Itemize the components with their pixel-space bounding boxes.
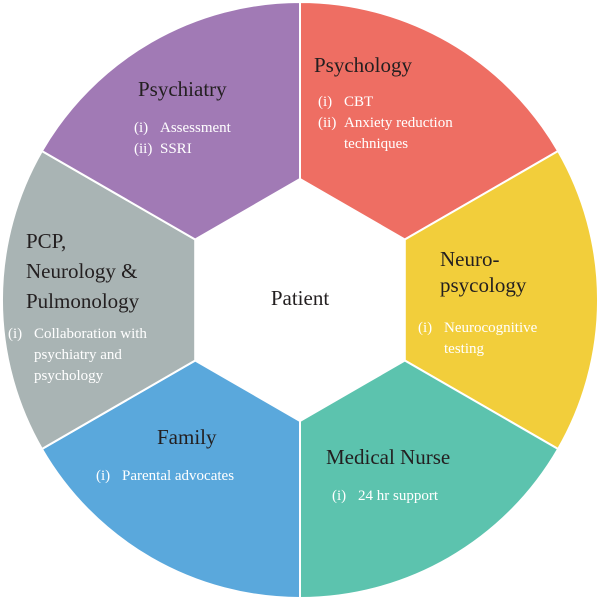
item-text: Collaboration with psychiatry and psycho… (34, 326, 147, 384)
list-item: (i) CBT (318, 92, 508, 113)
list-item: (i) Parental advocates (96, 466, 286, 487)
medical-nurse-items: (i) 24 hr support (332, 486, 492, 507)
neuropsychology-sector (403, 149, 600, 451)
title-line: Neurology & (26, 259, 138, 283)
item-text: Neurocognitive testing (444, 320, 538, 357)
title-line: psycology (440, 273, 527, 297)
medical-nurse-title: Medical Nurse (326, 445, 451, 469)
family-items: (i) Parental advocates (96, 466, 286, 487)
center-label: Patient (270, 286, 330, 310)
psychiatry-sector (40, 0, 301, 241)
family-sector (40, 359, 301, 600)
item-number: (i) (96, 468, 111, 484)
item-text: Parental advocates (122, 468, 235, 484)
pcp-items: (i) Collaboration with psychiatry and psy… (8, 324, 188, 387)
item-number: (i) (134, 120, 149, 136)
list-item: (ii) SSRI (134, 139, 274, 160)
neuropsychology-items: (i) Neurocognitive testing (418, 318, 568, 360)
psychology-title: Psychology (314, 53, 413, 77)
item-text: CBT (344, 94, 374, 110)
list-item: (ii) Anxiety reduction techniques (318, 113, 508, 155)
list-item: (i) Assessment (134, 118, 274, 139)
medical-nurse-sector (299, 359, 560, 600)
item-number: (i) (332, 488, 347, 504)
psychology-sector (299, 0, 560, 241)
title-line: Pulmonology (26, 289, 140, 313)
title-line: Neuro- (440, 247, 500, 271)
item-text: Anxiety reduction techniques (344, 115, 453, 152)
pcp-title: PCP, Neurology & Pulmonology (26, 226, 139, 316)
psychiatry-title: Psychiatry (138, 77, 227, 101)
pcp-sector (0, 149, 197, 451)
item-text: 24 hr support (358, 488, 438, 504)
item-text: Assessment (160, 120, 231, 136)
list-item: (i) 24 hr support (332, 486, 492, 507)
item-number: (i) (418, 320, 433, 336)
list-item: (i) Collaboration with psychiatry and psy… (8, 324, 188, 387)
psychology-items: (i) CBT (ii) Anxiety reduction techniques (318, 92, 508, 155)
title-line: PCP, (26, 229, 67, 253)
item-number: (ii) (134, 141, 153, 157)
neuropsychology-title: Neuro- psycology (440, 246, 526, 298)
family-title: Family (157, 425, 217, 449)
item-number: (ii) (318, 115, 337, 131)
item-number: (i) (318, 94, 333, 110)
list-item: (i) Neurocognitive testing (418, 318, 568, 360)
item-number: (i) (8, 326, 23, 342)
psychiatry-items: (i) Assessment (ii) SSRI (134, 118, 274, 160)
item-text: SSRI (160, 141, 192, 157)
